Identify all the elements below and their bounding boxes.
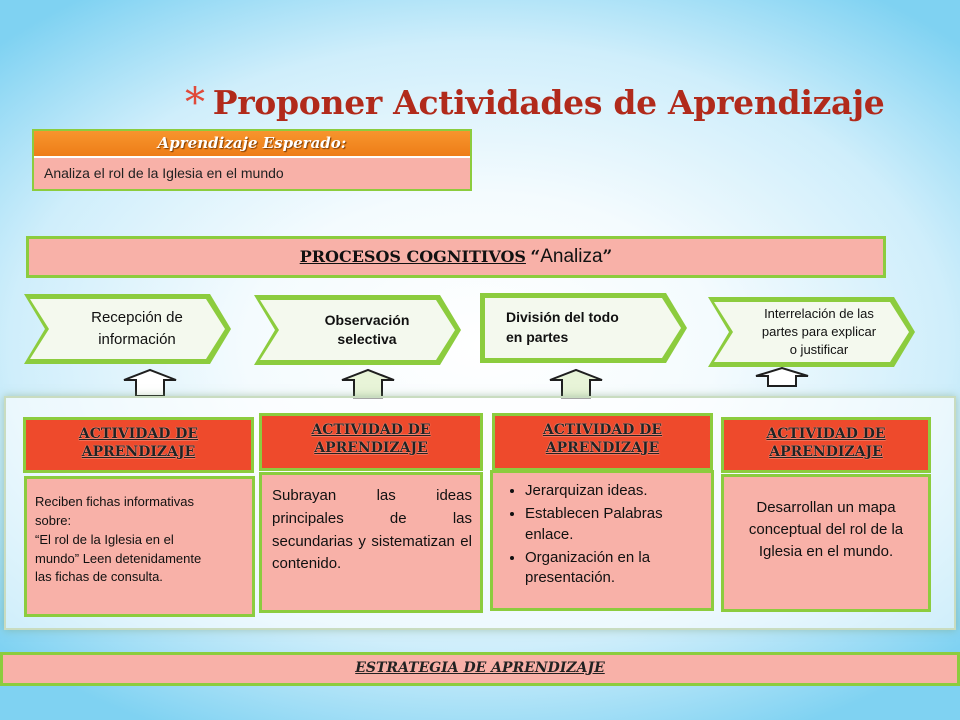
step-line: Recepción de <box>91 309 183 327</box>
activity-heading-line: APRENDIZAJE <box>769 444 883 460</box>
step-line: División del todo <box>506 309 619 326</box>
learning-strategy-bar: ESTRATEGIA DE APRENDIZAJE <box>0 652 960 686</box>
activity-text: Subrayan las ideas principales de las se… <box>272 487 472 573</box>
activity-heading: ACTIVIDAD DE APRENDIZAJE <box>492 413 713 471</box>
activity-body: Subrayan las ideas principales de las se… <box>259 472 483 613</box>
up-arrow-icon <box>120 366 180 402</box>
up-arrow-icon <box>752 362 812 398</box>
activity-body: Jerarquizan ideas. Establecen Palabras e… <box>490 470 714 611</box>
page-title: *Proponer Actividades de Aprendizaje <box>185 80 960 140</box>
cognitive-processes-value: Analiza <box>540 246 603 267</box>
step-line: en partes <box>506 329 569 345</box>
activity-line: sobre: <box>35 512 72 528</box>
activity-bullet-list: Jerarquizan ideas. Establecen Palabras e… <box>503 481 705 588</box>
activity-heading: ACTIVIDAD DE APRENDIZAJE <box>259 413 483 471</box>
open-quote: “ <box>530 247 541 267</box>
activity-bullet: Establecen Palabras enlace. <box>525 504 705 545</box>
cognitive-processes-label: PROCESOS COGNITIVOS <box>299 247 526 266</box>
activity-heading-line: ACTIVIDAD DE <box>542 422 663 438</box>
activity-heading-line: APRENDIZAJE <box>545 440 660 456</box>
activity-line: mundo” Leen detenidamente <box>35 550 202 566</box>
activity-bullet: Jerarquizan ideas. <box>525 481 705 501</box>
cognitive-processes-bar: PROCESOS COGNITIVOS “Analiza” <box>26 236 886 278</box>
activity-heading-line: APRENDIZAJE <box>314 440 428 456</box>
step-line: información <box>98 331 176 348</box>
expected-learning-text: Analiza el rol de la Iglesia en el mundo <box>34 158 470 189</box>
step-chevron-observation: Observación selectiva <box>250 291 465 369</box>
learning-strategy-label: ESTRATEGIA DE APRENDIZAJE <box>355 660 605 676</box>
activity-heading-line: APRENDIZAJE <box>81 444 196 460</box>
activity-heading-line: ACTIVIDAD DE <box>311 422 431 438</box>
activity-body: Reciben fichas informativas sobre: “El r… <box>24 476 255 617</box>
step-chevron-division: División del todo en partes <box>476 289 691 367</box>
step-label: Recepción de información <box>58 290 216 368</box>
chevron-shape <box>708 297 915 367</box>
activity-line: Reciben fichas informativas <box>35 494 194 509</box>
activity-heading-line: ACTIVIDAD DE <box>78 426 199 442</box>
page-title-text: Proponer Actividades de Aprendizaje <box>212 83 885 122</box>
step-label: Interrelación de las partes para explicar… <box>734 293 904 371</box>
up-arrow-icon <box>546 366 606 402</box>
step-label: División del todo en partes <box>506 289 664 367</box>
step-chevron-reception: Recepción de información <box>20 290 235 368</box>
activity-line: las fichas de consulta. <box>35 569 163 585</box>
step-chevron-interrelation: Interrelación de las partes para explicar… <box>704 293 919 371</box>
step-line: Interrelación de las <box>764 306 874 322</box>
activity-text: Desarrollan un mapa conceptual del rol d… <box>748 499 904 560</box>
up-arrow-icon <box>338 366 398 402</box>
activity-heading: ACTIVIDAD DE APRENDIZAJE <box>23 417 254 473</box>
activity-heading-line: ACTIVIDAD DE <box>766 426 886 442</box>
step-line: o justificar <box>789 341 849 357</box>
expected-learning-heading: Aprendizaje Esperado: <box>34 131 470 156</box>
chevron-shape <box>480 293 687 363</box>
asterisk-bullet-icon: * <box>185 80 205 126</box>
step-label: Observación selectiva <box>288 291 446 369</box>
activity-body: Desarrollan un mapa conceptual del rol d… <box>721 474 931 612</box>
close-quote: ” <box>602 247 613 267</box>
chevron-shape <box>24 294 231 364</box>
chevron-shape <box>254 295 461 365</box>
step-line: partes para explicar <box>761 324 877 340</box>
step-line: selectiva <box>337 331 397 347</box>
step-line: Observación <box>324 312 410 329</box>
activity-bullet: Organización en la presentación. <box>525 548 705 589</box>
activity-line: “El rol de la Iglesia en el <box>35 531 174 547</box>
activity-heading: ACTIVIDAD DE APRENDIZAJE <box>721 417 931 473</box>
